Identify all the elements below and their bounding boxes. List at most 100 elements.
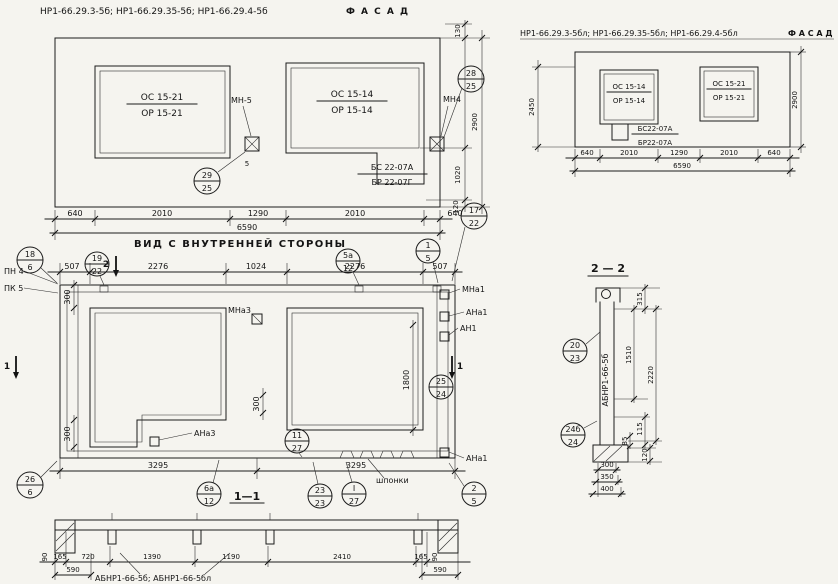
callout-number: 12 (343, 264, 353, 273)
window-opening (699, 66, 759, 122)
dim-label: 640 (67, 209, 82, 218)
callout-number: 12 (204, 497, 214, 506)
dim-label: 165 (414, 553, 427, 561)
balcony-mark: БС22-07А (638, 125, 673, 133)
section-title: 2 — 2 (591, 262, 625, 275)
keys-label: шпонки (376, 476, 409, 485)
callout-number: 27 (292, 444, 302, 453)
callout-number: 25 (202, 184, 212, 193)
callout-28-25: 28 25 (457, 65, 485, 93)
dim-label: 5 (245, 160, 249, 168)
anchor-detail (429, 136, 445, 152)
panel-inner-edge (66, 291, 449, 452)
anchor-detail (99, 285, 109, 293)
section-arrow (13, 372, 19, 379)
anchor-detail (439, 289, 450, 300)
dim-label: 2900 (471, 113, 479, 131)
section-label: АБНР1-66-5б (601, 354, 610, 407)
callout-number: 19 (92, 254, 102, 263)
dim-label: 1510 (625, 346, 633, 364)
callout-number: I (353, 484, 355, 493)
anchor-label: МНа1 (462, 285, 485, 294)
section-arrow (113, 270, 119, 277)
window-mark: ОР 15-14 (331, 106, 373, 116)
dim-label: 2010 (720, 149, 738, 157)
callout-19-22: 19 22 (84, 251, 110, 286)
dim-label: 1020 (454, 166, 462, 184)
anchor-label: АНа1 (466, 454, 487, 463)
dim-label: 1390 (143, 553, 161, 561)
window-frame (603, 73, 655, 121)
window-frame (99, 70, 226, 154)
callout-number: 24 (568, 438, 578, 447)
section-mark: 1 (4, 362, 10, 372)
opening-frame (291, 312, 419, 426)
facade-right-facade-word: Ф А С А Д (788, 29, 832, 38)
dim-label: 2010 (152, 209, 172, 218)
rib (192, 529, 202, 545)
dim-label: 640 (767, 149, 780, 157)
dim-label: 640 (447, 209, 462, 218)
opening-frame (94, 312, 222, 443)
callout-number: 5 (471, 497, 476, 506)
dim-label: 1800 (402, 370, 411, 390)
callout-number: 2 (471, 484, 476, 493)
callout-2-5: 2 5 (448, 462, 487, 507)
window-mark: ОР 15-21 (713, 94, 745, 102)
dim-label: 300 (600, 461, 613, 469)
interior-view: ВИД С ВНУТРЕННЕЙ СТОРОНЫ 2 507 2276 1024… (4, 202, 488, 509)
dim-label: 1190 (222, 553, 240, 561)
callout-11-27: 11 27 (284, 428, 310, 458)
callout-number: 5 (425, 254, 430, 263)
key-detail (359, 450, 375, 459)
facade-left: НР1-66.29.3-5б; НР1-66.29.35-5б; НР1-66.… (40, 7, 490, 240)
window-mark: ОС 15-21 (141, 93, 183, 103)
dim-label: 115 (636, 422, 644, 435)
lifting-loop (601, 289, 611, 299)
dim-label: 165 (53, 553, 66, 561)
section-1-1: 1—1 165 720 1390 1190 2410 1 (39, 490, 471, 583)
window-frame (290, 67, 420, 149)
dim-label: 400 (600, 485, 613, 493)
dim-label: 507 (432, 262, 447, 271)
window-opening (94, 65, 231, 159)
window-mark: ОР 15-21 (141, 109, 183, 119)
rib (265, 529, 275, 545)
panel-outline (574, 51, 791, 148)
callout-number: 22 (469, 219, 479, 228)
dim-label: 2010 (345, 209, 365, 218)
parapet-detail (595, 287, 621, 303)
callout-25-24: 25 24 (428, 374, 454, 400)
dim-label: 2010 (620, 149, 638, 157)
rib (107, 529, 117, 545)
dim-label: 1290 (248, 209, 268, 218)
callout-number: 24б (565, 425, 580, 434)
end-rib (437, 519, 459, 554)
dim-label: 85 (621, 437, 629, 446)
callout-5a-12: 5а 12 (335, 248, 361, 286)
facade-right: НР1-66.29.3-5бл; НР1-66.29.35-5бл; НР1-6… (520, 29, 834, 177)
panel-edge-label: ПН 4 (4, 267, 24, 276)
dim-label: 300 (63, 289, 72, 304)
window-mark: ОС 15-14 (331, 90, 374, 100)
section-mark: 2 (103, 260, 109, 270)
key-detail (379, 450, 395, 459)
callout-17-22: 17 22 (451, 202, 488, 282)
section-arrow (449, 372, 455, 379)
foot-detail (592, 444, 629, 463)
panel-outline (59, 284, 456, 459)
dim-label: 3295 (346, 461, 366, 470)
section-label: АБНР1-66-5б; АБНР1-66-5бл (95, 574, 211, 583)
callout-23-23: 23 23 (307, 461, 333, 509)
dim-label: 300 (252, 396, 261, 411)
dim-label: 3295 (148, 461, 168, 470)
balcony-mark: БС 22-07А (371, 163, 414, 172)
dim-label: 120 (641, 448, 649, 461)
anchor-label-mn5: МН-5 (231, 96, 252, 105)
callout-29-25: 29 25 (193, 167, 221, 195)
callout-number: 6а (204, 484, 214, 493)
callout-number: 28 (466, 69, 476, 78)
panel-edge-label: ПК 5 (4, 284, 23, 293)
end-rib (54, 519, 76, 554)
callout-number: 6 (27, 488, 32, 497)
